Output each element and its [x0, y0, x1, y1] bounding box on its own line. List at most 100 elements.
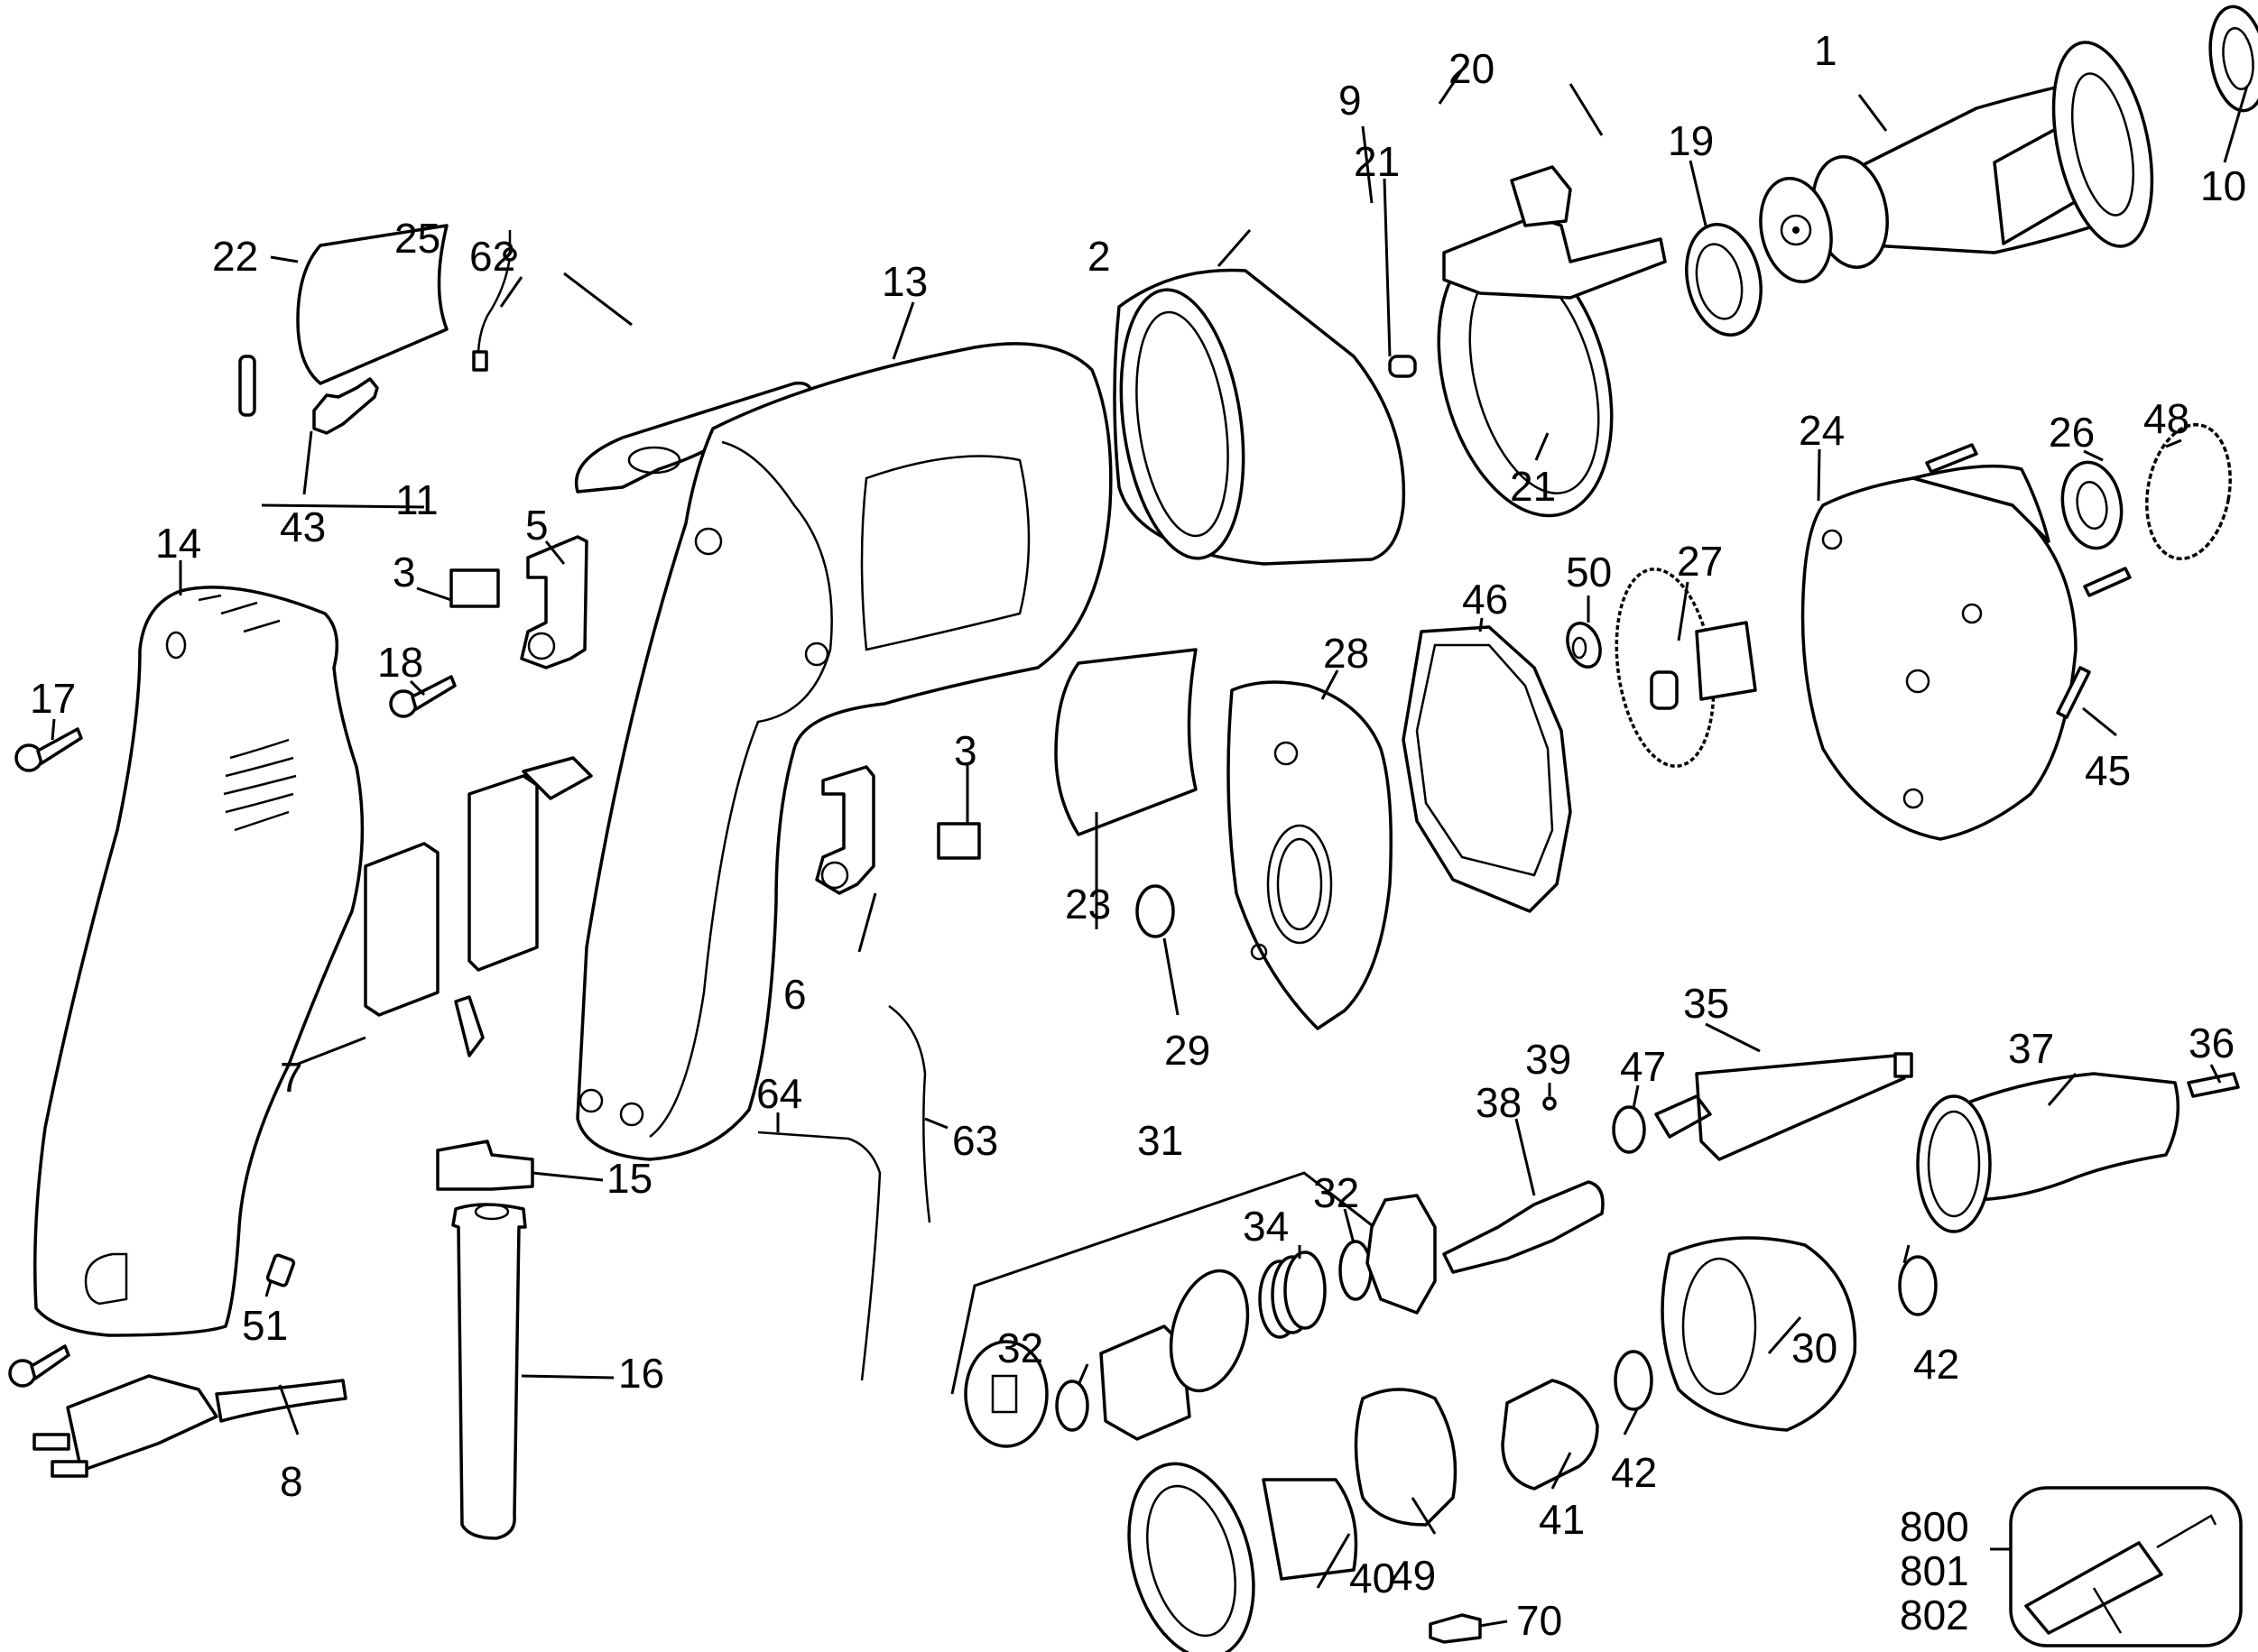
- label-46: 46: [1462, 576, 1508, 623]
- part-6-brush-holder: [815, 765, 875, 895]
- label-15: 15: [606, 1155, 652, 1202]
- part-3-brush-right: [937, 822, 981, 860]
- part-70-block: [1429, 1613, 1482, 1644]
- part-20-brush-ring: [1437, 165, 1667, 518]
- part-42-ring-lower: [1614, 1350, 1653, 1411]
- label-25: 25: [394, 215, 440, 262]
- part-39-ball: [1542, 1096, 1557, 1111]
- label-10: 10: [2200, 162, 2246, 209]
- label-802: 802: [1900, 1592, 1969, 1638]
- label-64: 64: [756, 1070, 802, 1117]
- label-38: 38: [1476, 1079, 1522, 1126]
- part-26-bearing: [2060, 460, 2124, 550]
- label-42-upper: 42: [1913, 1341, 1959, 1388]
- part-18-screw: [389, 675, 457, 718]
- label-5: 5: [525, 502, 549, 549]
- part-35-shaft-tip: [1893, 1052, 1913, 1078]
- part-49-locator-clip: [1354, 1388, 1458, 1527]
- part-24-screw-upper: [1925, 443, 1978, 474]
- label-18: 18: [377, 639, 423, 686]
- part-62-wire: [477, 230, 512, 357]
- label-21-upper: 21: [1354, 138, 1400, 185]
- label-42-lower: 42: [1611, 1449, 1657, 1496]
- label-45: 45: [2085, 747, 2131, 794]
- part-25-cover-hole: [627, 446, 681, 475]
- part-31-clutch-cam: [1365, 1194, 1437, 1315]
- part-41-sleeve: [1501, 1379, 1599, 1490]
- label-19: 19: [1668, 117, 1714, 164]
- label-31: 31: [1137, 1117, 1183, 1164]
- part-29-washer: [1135, 884, 1175, 938]
- label-6: 6: [783, 971, 807, 1018]
- part-38-spindle: [1442, 1180, 1605, 1274]
- part-9-bearing: [1759, 176, 1833, 284]
- part-42-ring-upper: [1898, 1255, 1938, 1316]
- part-24-gear-case: [1800, 464, 2078, 841]
- label-49: 49: [1390, 1552, 1436, 1599]
- label-1: 1: [1814, 27, 1837, 74]
- part-51-bushing: [265, 1253, 296, 1287]
- part-48-lock-washer: [2145, 422, 2232, 561]
- part-11-pin: [238, 355, 256, 417]
- label-3-right: 3: [954, 727, 977, 774]
- label-70: 70: [1516, 1597, 1562, 1644]
- part-23-label-sheet: [1054, 648, 1198, 836]
- label-32-lower: 32: [997, 1324, 1043, 1371]
- part-37-nosecone: [1916, 1072, 2180, 1233]
- inset-kit-box: [2009, 1486, 2243, 1647]
- part-31-assembly-bracket: [950, 1171, 1404, 1395]
- label-50: 50: [1566, 549, 1612, 595]
- part-32-o-ring-lower: [1055, 1380, 1089, 1432]
- label-37: 37: [2008, 1025, 2054, 1072]
- label-62: 62: [469, 233, 515, 280]
- label-11: 11: [395, 476, 439, 523]
- label-23: 23: [1065, 881, 1111, 928]
- label-24: 24: [1799, 407, 1845, 454]
- part-62-terminal: [472, 350, 488, 372]
- part-3-brush: [449, 568, 500, 608]
- label-47: 47: [1620, 1043, 1666, 1090]
- label-28: 28: [1323, 630, 1369, 677]
- part-31-hex-nut: [964, 1340, 1049, 1448]
- label-32-upper: 32: [1313, 1169, 1359, 1216]
- label-801: 801: [1900, 1547, 1969, 1594]
- part-64-wire: [757, 1131, 882, 1381]
- part-50-bushing: [1566, 622, 1602, 669]
- part-7-switch: [364, 756, 593, 1057]
- label-51: 51: [242, 1302, 288, 1349]
- part-2-field-stator: [1113, 268, 1406, 566]
- label-14: 14: [155, 520, 201, 567]
- part-34-spring: [1258, 1251, 1327, 1339]
- part-8-plug-cord: [32, 1374, 347, 1478]
- part-17-screw: [14, 727, 83, 772]
- part-31-clutch-member: [1099, 1324, 1191, 1441]
- label-21-lower: 21: [1510, 463, 1556, 510]
- label-41: 41: [1539, 1496, 1585, 1543]
- label-35: 35: [1683, 980, 1729, 1027]
- part-21-pin-upper: [1388, 355, 1417, 378]
- label-13: 13: [882, 258, 928, 305]
- label-30: 30: [1791, 1324, 1837, 1371]
- label-9: 9: [1338, 77, 1362, 124]
- label-17: 17: [30, 675, 76, 722]
- part-labels: 1 2 3 3 5 6 7 8 9 10 11 13 14 15 16 17 1…: [30, 27, 2246, 1644]
- leader-lines: [51, 62, 2249, 1628]
- part-14-vent-slots: [198, 594, 297, 832]
- part-14-handle-housing: [33, 586, 365, 1337]
- label-48: 48: [2143, 395, 2189, 442]
- part-19-bearing: [1685, 223, 1763, 337]
- part-17-screw-lower: [8, 1344, 70, 1388]
- part-45-screw-upper: [2083, 567, 2132, 597]
- label-3: 3: [393, 549, 416, 595]
- label-27: 27: [1677, 538, 1723, 585]
- part-35-shaft: [1654, 1054, 1906, 1161]
- part-28-end-plate: [1226, 680, 1393, 1030]
- label-36: 36: [2189, 1020, 2235, 1066]
- label-22: 22: [212, 233, 258, 280]
- part-10-bearing: [2208, 5, 2258, 113]
- label-26: 26: [2049, 409, 2095, 456]
- part-47-sleeve: [1612, 1105, 1646, 1154]
- label-63: 63: [952, 1117, 998, 1164]
- label-20: 20: [1448, 45, 1495, 92]
